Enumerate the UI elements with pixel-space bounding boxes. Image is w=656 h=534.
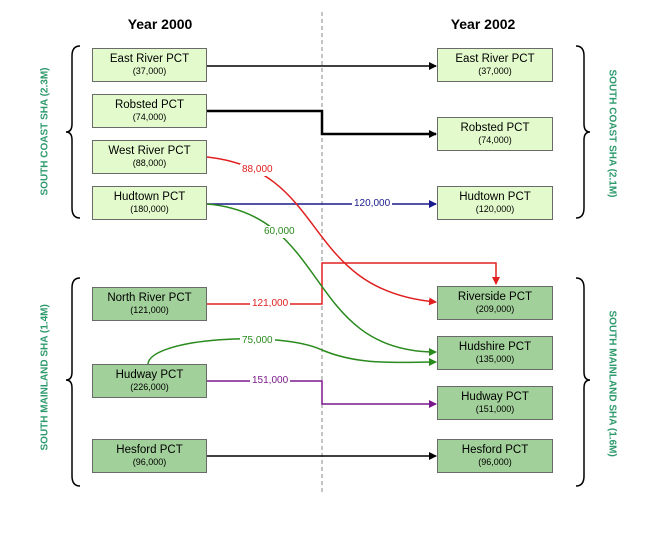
flow-label-hudtown: 60,000 <box>262 226 297 238</box>
box-name: Robsted PCT <box>114 99 185 111</box>
left-box-robsted: Robsted PCT (74,000) <box>92 94 207 128</box>
right-box-hudtown: Hudtown PCT (120,000) <box>437 186 553 220</box>
left-box-hesford: Hesford PCT (96,000) <box>92 439 207 473</box>
box-name: North River PCT <box>107 292 192 304</box>
box-name: East River PCT <box>109 53 190 65</box>
box-population: (37,000) <box>478 66 512 76</box>
box-name: Hesford PCT <box>116 444 183 456</box>
box-name: Robsted PCT <box>460 122 530 134</box>
flow-label-hudtown-stay: 120,000 <box>352 198 393 210</box>
box-name: Hudtown PCT <box>459 191 531 203</box>
flow-label-hudway: 75,000 <box>240 335 275 347</box>
side-label-left-bottom: SOUTH MAINLAND SHA (1.4M) <box>39 304 51 451</box>
flow-hudway-hudshire <box>147 338 437 367</box>
box-population: (135,000) <box>475 354 515 364</box>
flow-hudtown-hudshire <box>206 203 437 356</box>
flow-label-west-river: 88,000 <box>240 164 275 176</box>
box-population: (96,000) <box>132 457 167 467</box>
box-population: (74,000) <box>132 112 167 122</box>
right-box-hudshire: Hudshire PCT (135,000) <box>437 336 553 370</box>
box-population: (121,000) <box>130 305 169 315</box>
box-name: West River PCT <box>108 145 191 157</box>
flow-label-north-river: 121,000 <box>250 298 291 310</box>
box-population: (151,000) <box>475 404 515 414</box>
header-year-2000: Year 2000 <box>127 16 193 32</box>
left-bottom-brace <box>65 277 81 487</box>
left-box-hudway: Hudway PCT (226,000) <box>92 364 207 398</box>
box-name: East River PCT <box>455 53 535 65</box>
side-label-right-bottom: SOUTH MAINLAND SHA (1.6M) <box>606 310 618 457</box>
box-name: Hudshire PCT <box>458 341 532 353</box>
flow-label-hudway-stay: 151,000 <box>250 375 291 387</box>
box-name: Riverside PCT <box>457 291 533 303</box>
flow-robsted <box>207 109 437 138</box>
box-population: (74,000) <box>478 135 512 145</box>
box-name: Hudway PCT <box>461 391 529 403</box>
box-population: (96,000) <box>478 457 512 467</box>
left-box-hudtown: Hudtown PCT (180,000) <box>92 186 207 220</box>
box-population: (209,000) <box>475 304 515 314</box>
flow-hudway-stay <box>207 380 437 408</box>
box-name: Hudway PCT <box>115 369 184 381</box>
right-box-robsted: Robsted PCT (74,000) <box>437 117 553 151</box>
right-box-riverside: Riverside PCT (209,000) <box>437 286 553 320</box>
box-population: (120,000) <box>475 204 515 214</box>
side-label-left-top: SOUTH COAST SHA (2.3M) <box>39 67 51 196</box>
left-box-west-river: West River PCT (88,000) <box>92 140 207 174</box>
right-box-hudway: Hudway PCT (151,000) <box>437 386 553 420</box>
left-box-east-river: East River PCT (37,000) <box>92 48 207 82</box>
left-top-brace <box>65 45 81 219</box>
right-top-brace <box>575 45 591 219</box>
box-population: (226,000) <box>130 382 169 392</box>
left-box-north-river: North River PCT (121,000) <box>92 287 207 321</box>
box-name: Hesford PCT <box>461 444 529 456</box>
right-box-hesford: Hesford PCT (96,000) <box>437 439 553 473</box>
box-name: Hudtown PCT <box>113 191 186 203</box>
box-population: (88,000) <box>132 158 167 168</box>
box-population: (180,000) <box>130 204 169 214</box>
side-label-right-top: SOUTH COAST SHA (2.1M) <box>606 69 618 198</box>
box-population: (37,000) <box>132 66 167 76</box>
right-box-east-river: East River PCT (37,000) <box>437 48 553 82</box>
right-bottom-brace <box>575 277 591 487</box>
header-year-2002: Year 2002 <box>450 16 516 32</box>
